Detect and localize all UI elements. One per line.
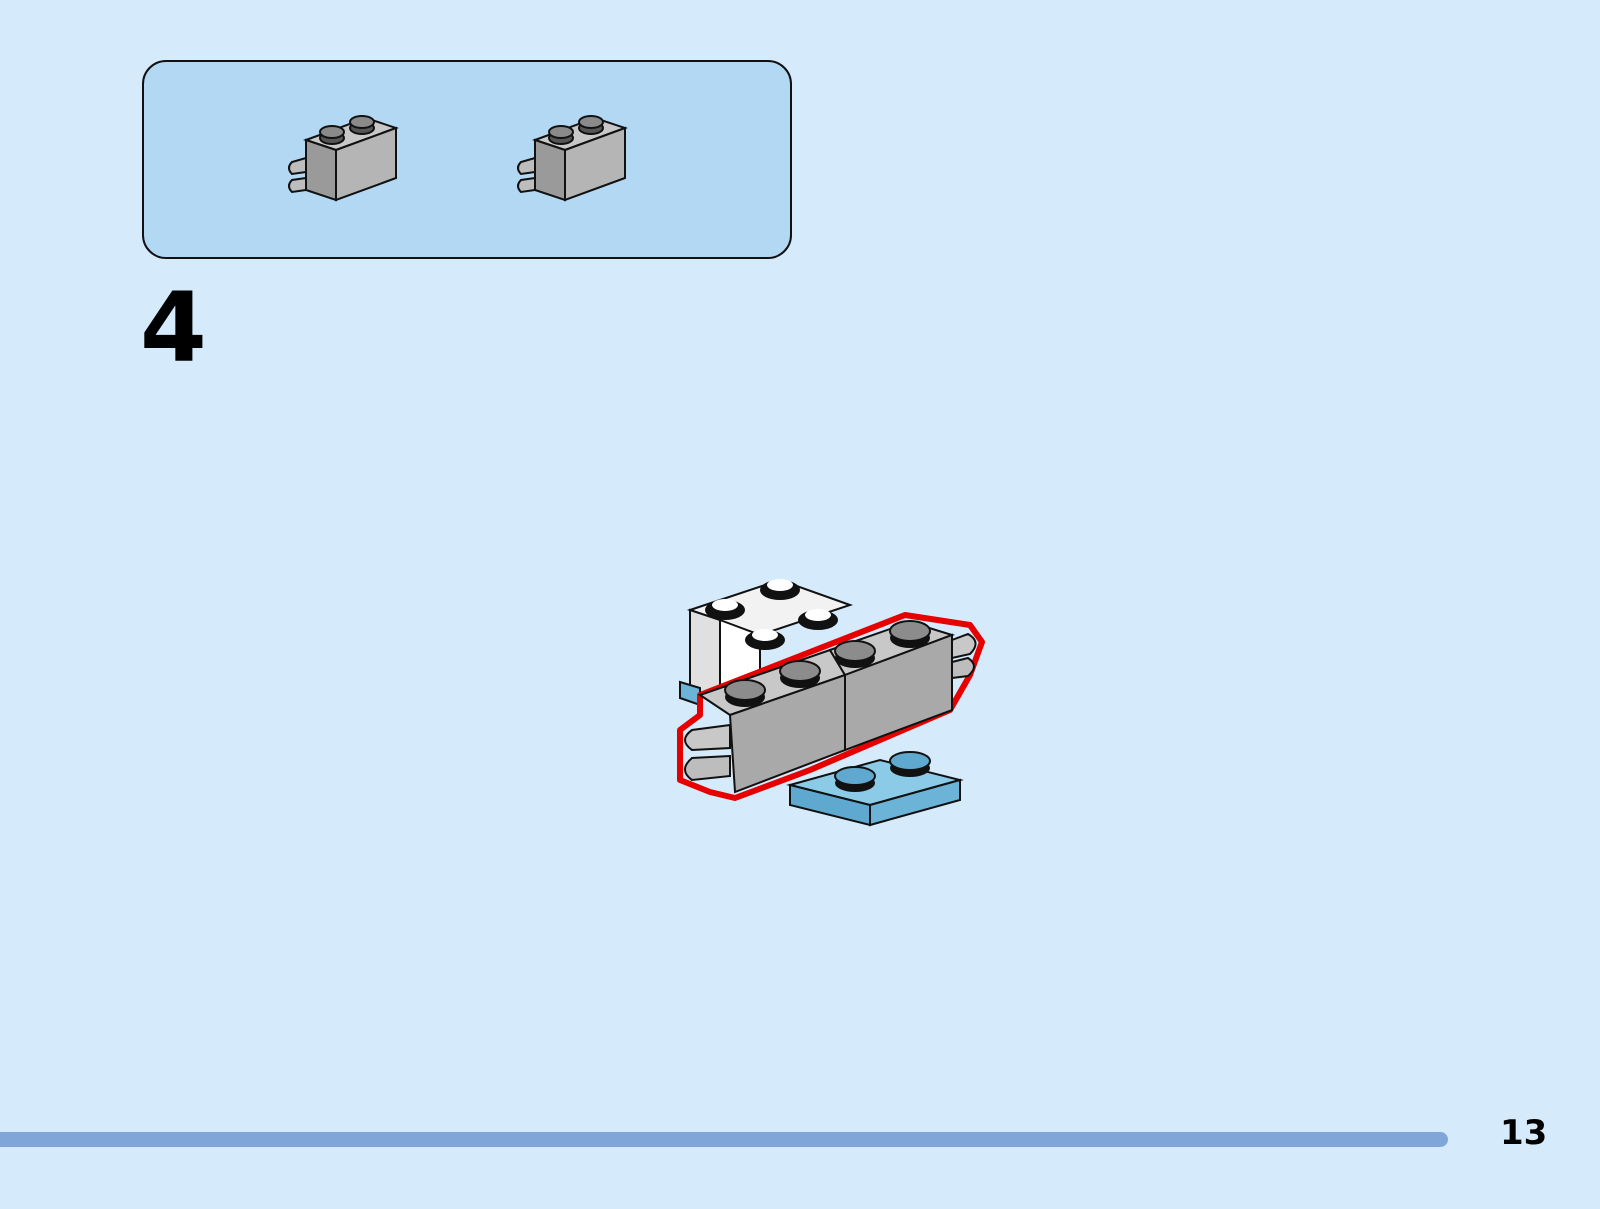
progress-bar — [0, 1132, 1448, 1147]
step-number: 4 — [140, 280, 207, 376]
part-grey-clip-brick-1 — [286, 110, 406, 210]
part-grey-clip-brick-2 — [515, 110, 635, 210]
blue-plate — [790, 752, 960, 825]
parts-callout-box — [142, 60, 792, 259]
page-number: 13 — [1500, 1116, 1547, 1150]
model-assembly — [670, 570, 1010, 850]
